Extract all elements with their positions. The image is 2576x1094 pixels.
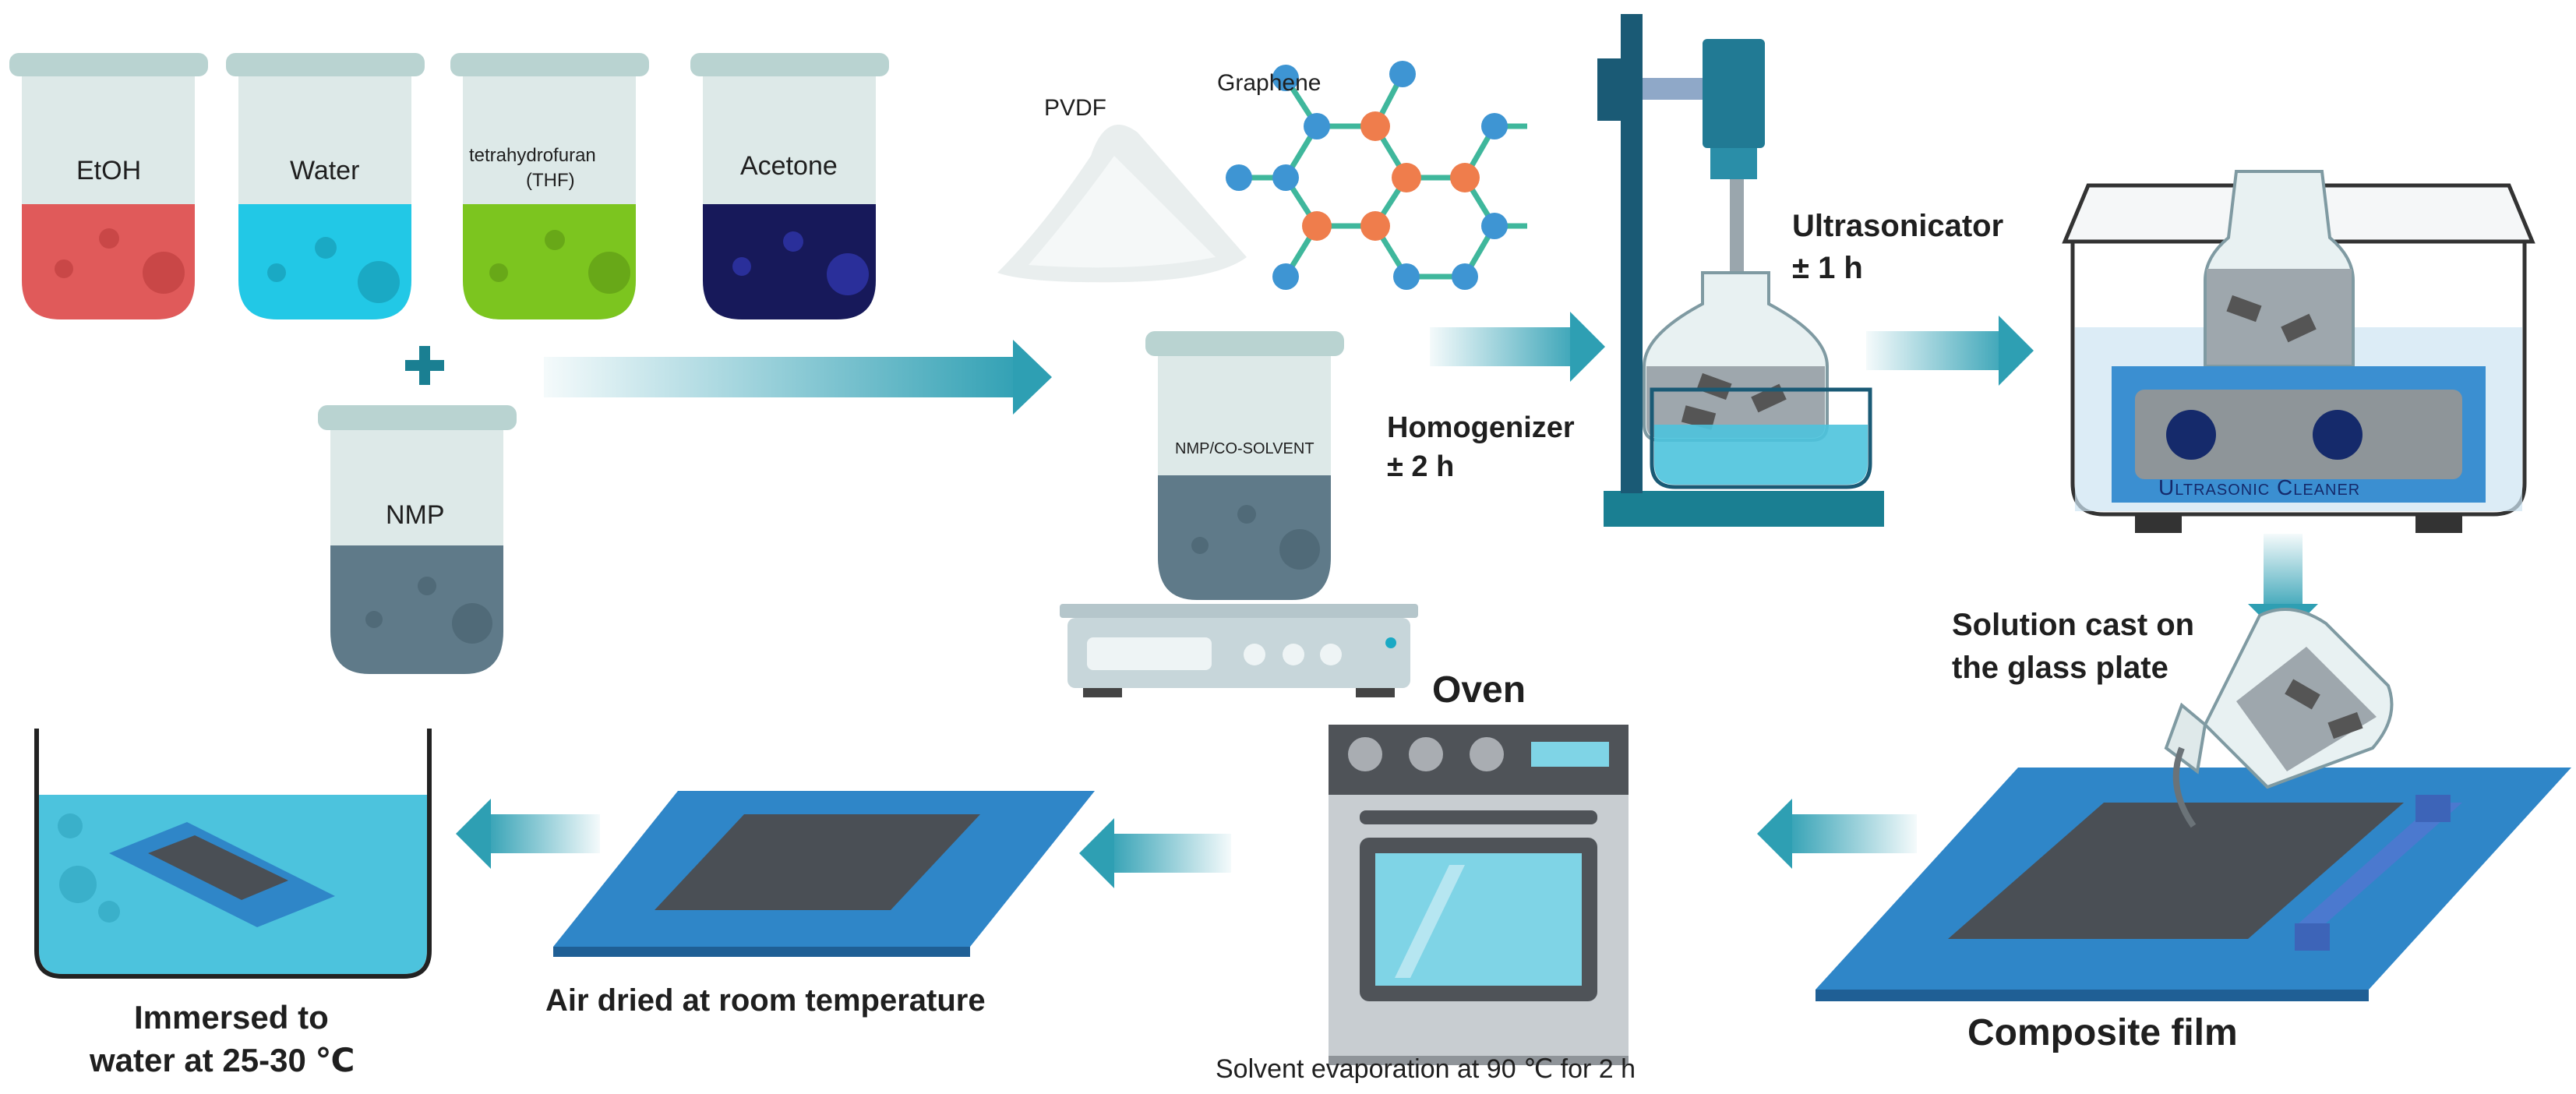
arrow-to-immersion [456,799,600,869]
arrow-to-homogenizer [1430,312,1605,382]
arrow-to-cleaner [1866,316,2034,386]
nmp-label: NMP [386,500,445,530]
cleaner-label: Ultrasonic Cleaner [2158,475,2361,499]
beaker-water [226,53,425,319]
mixture-label: NMP/CO-SOLVENT [1175,440,1314,457]
oven-icon [1329,725,1629,1065]
plus-icon [405,346,444,385]
cast-label-line1: Solution cast on [1952,608,2195,642]
pouring-bottle-icon [2164,608,2394,828]
arrow-to-oven [1757,799,1917,869]
arrow-to-air-dried [1079,818,1231,888]
solvent-label-etoh: EtOH [76,156,142,185]
graphene-label: Graphene [1217,70,1322,96]
ultrasonicator-label-line1: Ultrasonicator [1792,209,2004,243]
immersed-label-line1: Immersed to [134,999,329,1036]
ultrasonic-cleaner-icon [2062,170,2535,533]
solvent-label-water: Water [290,156,360,185]
graphene-atoms [1226,61,1508,290]
homogenizer-label-line1: Homogenizer [1387,411,1575,444]
pvdf-label: PVDF [1044,95,1107,121]
immersed-label-line2: water at 25-30 ℃ [90,1042,355,1078]
pvdf-powder-icon [997,125,1247,283]
beaker-acetone [690,53,889,319]
beaker-thf [450,53,649,319]
cast-label-line2: the glass plate [1952,651,2168,685]
beaker-nmp [318,405,517,674]
homogenizer-label-line2: ± 2 h [1387,450,1455,483]
ultrasonicator-label-line2: ± 1 h [1792,251,1863,285]
oven-caption: Solvent evaporation at 90 ℃ for 2 h [1216,1054,1636,1084]
beaker-etoh [9,53,208,319]
composite-film-plate [1816,768,2571,1001]
solvent-label-thf-line2: (THF) [526,170,575,191]
homogenizer-icon [1597,14,1884,527]
solvent-label-thf-line1: tetrahydrofuran [469,145,596,166]
solvent-label-acetone: Acetone [740,151,838,181]
beaker-mixture [1145,331,1344,600]
water-bath-icon [34,729,432,979]
magnetic-stirrer [1060,604,1418,697]
composite-film-label: Composite film [1967,1012,2238,1053]
air-dried-plate [553,791,1095,957]
air-dried-label: Air dried at room temperature [545,983,986,1018]
arrow-to-mixing [544,340,1052,415]
oven-title: Oven [1432,669,1526,711]
